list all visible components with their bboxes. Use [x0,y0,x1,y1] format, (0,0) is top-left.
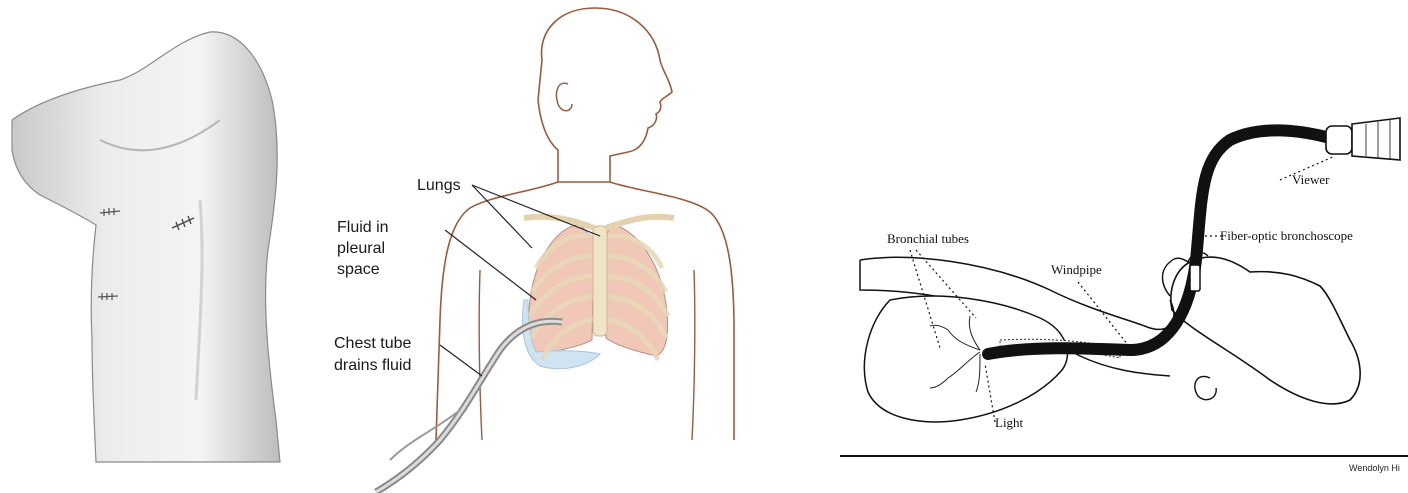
arm-inner-left [479,270,482,440]
label-chest-tube-line1: Chest tube [334,335,411,352]
bronchoscopy-illustration: Viewer Fiber-optic bronchoscope Bronchia… [830,0,1408,493]
label-fluid-line3: space [337,261,380,278]
label-light: Light [995,415,1024,430]
back-illustration-svg [0,0,310,493]
chest-illustration-svg: Lungs Fluid in pleural space Chest tube … [310,0,810,493]
label-fluid-line2: pleural [337,240,385,257]
back-incisions-illustration [0,0,310,493]
mouth-guard [1190,265,1200,291]
label-lungs: Lungs [417,177,461,194]
head-outline [538,8,672,182]
lung-outline [864,296,1067,422]
viewer-eyepiece [1326,118,1400,160]
label-fluid-line1: Fluid in [337,219,389,236]
torso-back-shape [12,32,280,462]
pleural-effusion-illustration: Lungs Fluid in pleural space Chest tube … [310,0,810,493]
label-viewer: Viewer [1292,172,1330,187]
sternum [593,226,607,336]
label-windpipe: Windpipe [1051,262,1102,277]
artist-credit: Wendolyn Hi [1349,463,1400,473]
bronchoscopy-illustration-svg: Viewer Fiber-optic bronchoscope Bronchia… [830,0,1408,493]
label-bronchoscope: Fiber-optic bronchoscope [1220,228,1353,243]
label-chest-tube-line2: drains fluid [334,357,411,374]
ear-outline [1195,376,1216,399]
arm-inner-right [692,270,695,440]
label-bronchial-tubes: Bronchial tubes [887,231,969,246]
